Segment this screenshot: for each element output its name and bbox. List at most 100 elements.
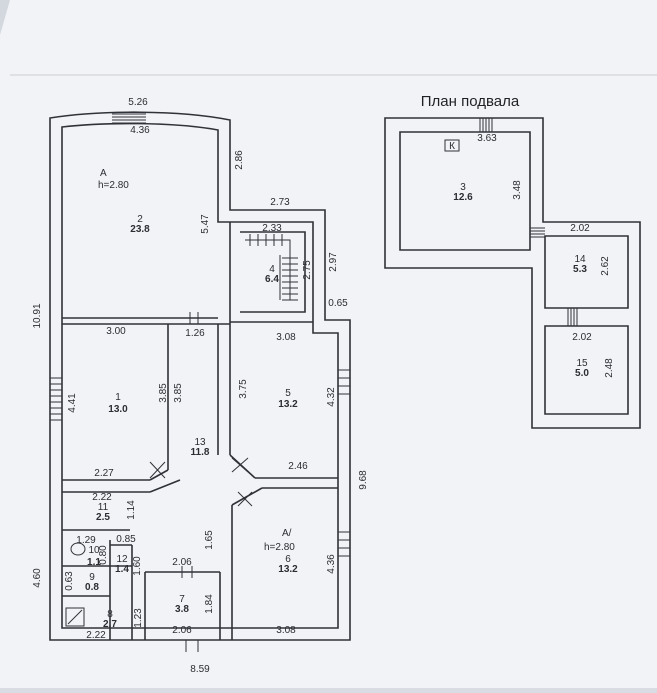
room-4-area: 6.4: [265, 274, 279, 285]
boiler-icon: [65, 607, 85, 627]
dimension-label: 3.85: [173, 383, 184, 403]
dimension-label: 3.08: [276, 625, 296, 636]
wing-label-a: А: [100, 168, 107, 179]
room-5-area: 13.2: [278, 399, 298, 410]
dimension-label: 1.29: [76, 535, 96, 546]
wing-height-a: h=2.80: [98, 180, 129, 191]
dimension-label: 2.62: [600, 256, 611, 276]
outer-wall-inner: [61, 122, 339, 629]
room-13-number: 13: [194, 437, 206, 448]
room-7-area: 3.8: [175, 604, 189, 615]
room-1-number: 1: [115, 392, 121, 403]
room-9-area: 0.8: [85, 582, 99, 593]
dimension-label: 3.48: [512, 180, 523, 200]
stair-outline: [240, 231, 306, 313]
room-14-area: 5.3: [573, 264, 587, 275]
basement-outer-wall: [384, 117, 641, 429]
door-mark: [231, 457, 249, 473]
dimension-label: 0.80: [98, 545, 109, 565]
room-3-area: 12.6: [453, 192, 473, 203]
room-9-number: 9: [89, 572, 95, 583]
dimension-label: 3.63: [477, 133, 497, 144]
room-2-area: 23.8: [130, 224, 150, 235]
wing-label-a2: А/: [282, 528, 292, 539]
wall-room1-diag: [149, 469, 169, 481]
dimension-label: 2.06: [172, 557, 192, 568]
wing-height-a2: h=2.80: [264, 542, 295, 553]
basement-marker-box: [444, 139, 460, 152]
dimension-label: 3.85: [158, 383, 169, 403]
dimension-label: 2.97: [328, 252, 339, 272]
room-13-area: 11.8: [191, 447, 210, 458]
dimension-label: 0.65: [328, 298, 348, 309]
toilet-icon: [70, 542, 86, 556]
dimension-label: 2.22: [92, 492, 112, 503]
dimension-label: 4.36: [130, 125, 150, 136]
dimension-label: 2.02: [572, 332, 592, 343]
dimension-label: 10.91: [32, 303, 43, 328]
dimension-label: 3.00: [106, 326, 126, 337]
dimension-label: 2.27: [94, 468, 114, 479]
wall-corridor-diag: [149, 479, 181, 493]
dimension-label: 0.63: [64, 571, 75, 591]
dimension-label: 1.84: [204, 594, 215, 614]
dimension-label: 1.23: [133, 608, 144, 628]
dimension-label: 5.47: [200, 214, 211, 234]
dimension-label: 8.59: [190, 664, 210, 675]
dimension-label: 2.06: [172, 625, 192, 636]
wall-room5-diag: [229, 454, 256, 479]
dimension-label: 9.68: [358, 470, 369, 490]
ground-floor-plan: [49, 111, 351, 641]
dimension-label: 4.41: [67, 393, 78, 413]
room-10-number: 10: [88, 545, 100, 556]
dimension-label: 2.48: [604, 358, 615, 378]
room-12-number: 12: [116, 554, 128, 565]
dimension-label: 2.22: [86, 630, 106, 641]
room-15-area: 5.0: [575, 368, 589, 379]
dimension-labels: 5.26 4.36 2.86 5.47 2.73 2.33 2.75 2.97 …: [32, 97, 615, 675]
dimension-label: 3.75: [238, 379, 249, 399]
room-6-area: 13.2: [278, 564, 298, 575]
room-12-area: 1.4: [115, 564, 129, 575]
dimension-label: 4.36: [326, 554, 337, 574]
dimension-label: 1.14: [126, 500, 137, 520]
basement-room15: [544, 325, 629, 415]
dimension-label: 4.32: [326, 387, 337, 407]
room-4-number: 4: [269, 264, 275, 275]
room-1-area: 13.0: [108, 404, 128, 415]
room-7-number: 7: [179, 594, 185, 605]
room-10-area: 1.1: [87, 557, 101, 568]
dimension-label: 2.46: [288, 461, 308, 472]
basement-title: План подвала: [421, 93, 520, 110]
room-6-number: 6: [285, 554, 291, 565]
room-11-number: 11: [98, 502, 109, 513]
dimension-label: 3.08: [276, 332, 296, 343]
basement-room3: [399, 131, 531, 251]
room-11-area: 2.5: [96, 512, 110, 523]
dimension-label: 2.73: [270, 197, 290, 208]
dimension-label: 1.26: [185, 328, 205, 339]
dimension-label: 2.33: [262, 223, 282, 234]
boiler-icon-line: [67, 609, 83, 625]
basement-plan: [384, 117, 641, 429]
room-labels: 1 13.0 2 23.8 4 6.4 5 13.2 6 13.2 7 3.8 …: [85, 182, 589, 630]
dimension-label: 4.60: [32, 568, 43, 588]
dimension-label: 2.02: [570, 223, 590, 234]
dimension-label: 5.26: [128, 97, 148, 108]
door-mark: [149, 461, 166, 479]
room-3-number: 3: [460, 182, 466, 193]
basement-marker: К: [449, 141, 455, 152]
door-mark: [237, 491, 253, 507]
stair-run: [245, 239, 291, 300]
plan-details: [50, 113, 578, 652]
dimension-label: 2.75: [302, 260, 313, 280]
dimension-label: 1.60: [132, 556, 143, 576]
room-14-number: 14: [574, 254, 586, 265]
room-8-area: 2.7: [103, 619, 117, 630]
outer-wall-outer: [49, 111, 351, 641]
dimension-label: 2.86: [234, 150, 245, 170]
dimension-label: 0.85: [116, 534, 136, 545]
